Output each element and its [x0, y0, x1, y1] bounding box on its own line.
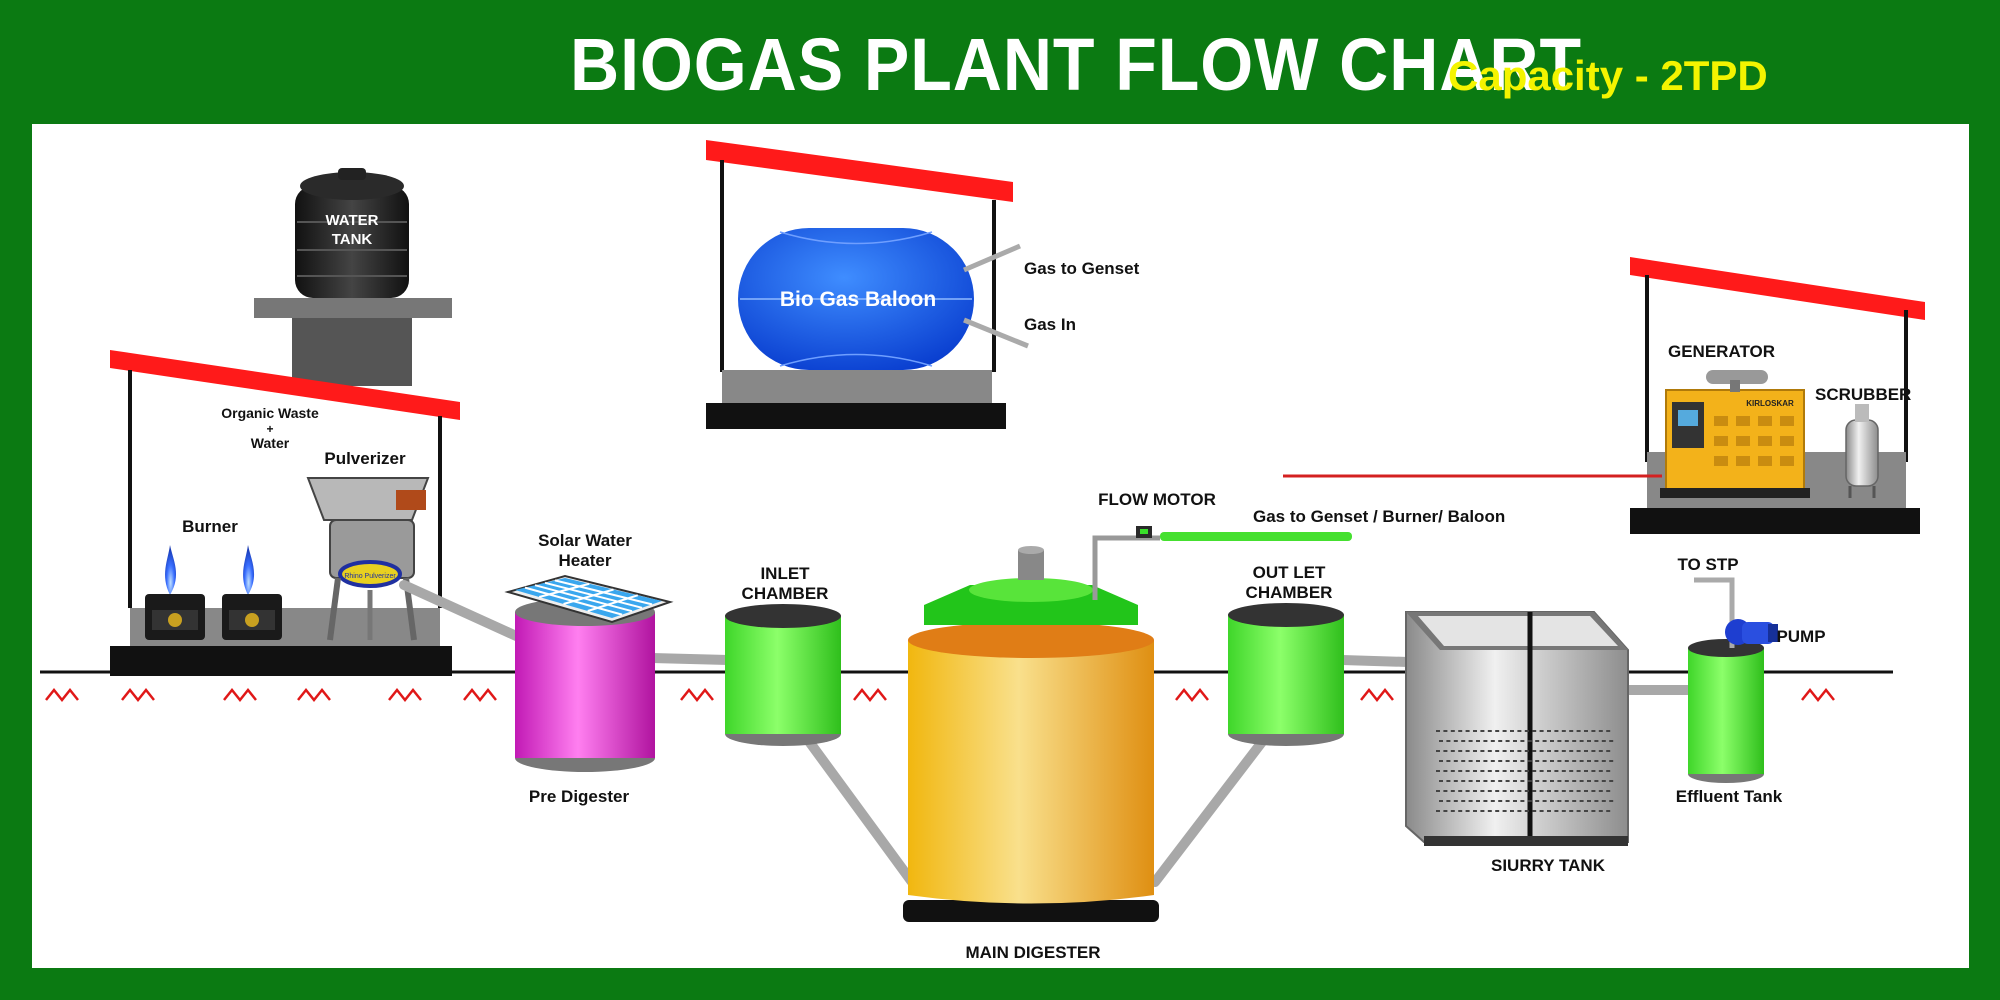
pipe-predigester-to-inlet [647, 653, 733, 665]
outlet-chamber-label-2: CHAMBER [1246, 583, 1333, 602]
feed-shed-roof [110, 350, 460, 420]
ground-hatch-mark [45, 687, 79, 703]
ground-hatch-mark [1360, 687, 1394, 703]
gas-balloon-shed [706, 140, 1029, 429]
inlet-chamber [725, 604, 841, 746]
ground-hatch-marks [45, 687, 1835, 703]
pre-digester [515, 598, 655, 772]
organic-waste-label-2: + [266, 422, 273, 436]
pipes [399, 580, 1697, 887]
organic-waste-label-3: Water [251, 435, 290, 451]
water-tank-label-1: WATER [325, 212, 378, 229]
gas-to-all-label: Gas to Genset / Burner/ Baloon [1253, 507, 1505, 526]
gas-balloon-label: Bio Gas Baloon [780, 288, 936, 311]
outlet-chamber [1228, 603, 1344, 746]
water-tank-platform [254, 298, 452, 318]
ground-hatch-mark [388, 687, 422, 703]
water-tank-label-2: TANK [332, 231, 373, 248]
bio-gas-balloon [738, 228, 974, 370]
solar-water-heater [504, 574, 674, 624]
capacity-label: Capacity - 2TPD [1448, 52, 1768, 99]
chart-title: BIOGAS PLANT FLOW CHART [570, 23, 1583, 106]
ground-hatch-mark [1801, 687, 1835, 703]
feed-shed: WATER TANK Organic Waste + Water Burner [110, 168, 460, 676]
solar-heater-label-2: Heater [559, 551, 612, 570]
pipe-pulverizer-to-predigester [399, 580, 530, 645]
ground-hatch-mark [853, 687, 887, 703]
effluent-tank-label: Effluent Tank [1676, 787, 1783, 806]
pipe-inlet-to-digester [803, 735, 917, 887]
generator-shed: KIRLOSKAR [1283, 257, 1925, 534]
generator-label: GENERATOR [1668, 342, 1775, 361]
main-digester-label: MAIN DIGESTER [965, 943, 1100, 962]
ground-hatch-mark [297, 687, 331, 703]
ground-hatch-mark [1175, 687, 1209, 703]
gas-in-label: Gas In [1024, 315, 1076, 334]
organic-waste-label-1: Organic Waste [221, 405, 319, 421]
outlet-chamber-label-1: OUT LET [1253, 563, 1326, 582]
ground-hatch-mark [223, 687, 257, 703]
pulverizer-plate-label: Rhino Pulverizer [344, 573, 396, 580]
ground-hatch-mark [680, 687, 714, 703]
effluent-tank [1688, 577, 1764, 783]
slurry-tank [1405, 611, 1629, 846]
burner-stove-2 [222, 545, 282, 640]
solar-heater-label-1: Solar Water [538, 531, 632, 550]
genset-brand-label: KIRLOSKAR [1746, 399, 1794, 408]
slurry-tank-label: SIURRY TANK [1491, 856, 1606, 875]
inlet-chamber-label-1: INLET [760, 564, 810, 583]
water-tank: WATER TANK [295, 168, 409, 298]
water-tank-pillar [292, 318, 412, 386]
flow-motor-label: FLOW MOTOR [1098, 490, 1216, 509]
main-digester [903, 526, 1352, 922]
to-stp-label: TO STP [1677, 555, 1738, 574]
burner-stove-1 [145, 545, 205, 640]
inlet-chamber-label-2: CHAMBER [742, 584, 829, 603]
pump-label: PUMP [1776, 627, 1825, 646]
generator: KIRLOSKAR [1660, 370, 1810, 498]
scrubber-label: SCRUBBER [1815, 385, 1911, 404]
pre-digester-label: Pre Digester [529, 787, 630, 806]
gas-to-genset-label: Gas to Genset [1024, 259, 1140, 278]
pipe-outlet-to-slurry [1337, 655, 1413, 667]
scrubber [1845, 404, 1879, 498]
pulverizer-label: Pulverizer [324, 449, 406, 468]
ground-hatch-mark [121, 687, 155, 703]
pipe-digester-to-outlet [1150, 737, 1267, 887]
burner-label: Burner [182, 517, 238, 536]
pulverizer: Rhino Pulverizer [306, 477, 430, 641]
ground-hatch-mark [463, 687, 497, 703]
pump [1725, 619, 1778, 645]
feed-shed-base [110, 646, 452, 676]
